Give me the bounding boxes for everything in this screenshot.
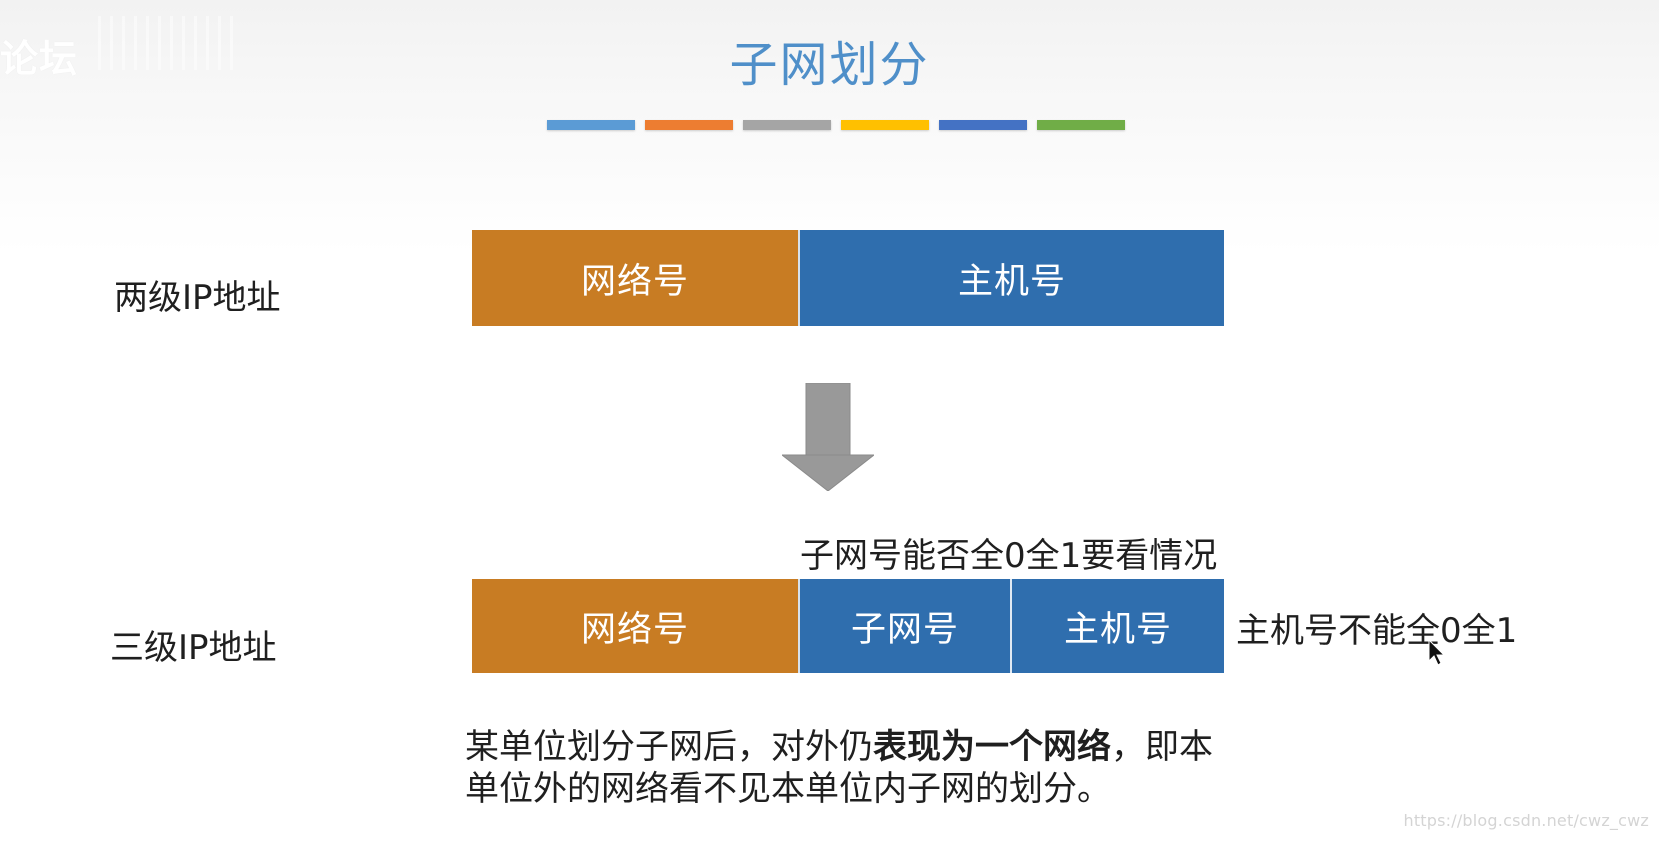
- description-part-1: 某单位划分子网后，对外仍: [465, 727, 873, 767]
- down-arrow-icon: [782, 383, 874, 491]
- title-bar-darkblue: [939, 120, 1027, 130]
- title-bar-orange: [645, 120, 733, 130]
- two-level-host-segment: 主机号: [798, 230, 1224, 326]
- watermark-top: 论坛: [0, 37, 79, 81]
- host-note: 主机号不能全0全1: [1236, 611, 1518, 651]
- two-level-network-label: 网络号: [580, 261, 689, 302]
- subnet-note: 子网号能否全0全1要看情况: [800, 536, 1218, 576]
- title-color-bars: [547, 120, 1125, 130]
- three-level-network-segment: 网络号: [472, 579, 798, 673]
- title-bar-yellow: [841, 120, 929, 130]
- three-level-subnet-segment: 子网号: [798, 579, 1010, 673]
- three-level-network-label: 网络号: [580, 609, 689, 650]
- mouse-pointer-icon: [1428, 639, 1446, 666]
- description-paragraph: 某单位划分子网后，对外仍表现为一个网络，即本单位外的网络看不见本单位内子网的划分…: [465, 726, 1245, 810]
- title-bar-gray: [743, 120, 831, 130]
- watermark-stripes: [98, 16, 238, 70]
- three-level-host-segment: 主机号: [1010, 579, 1224, 673]
- two-level-network-segment: 网络号: [472, 230, 798, 326]
- title-bar-green: [1037, 120, 1125, 130]
- slide-title: 子网划分: [729, 37, 930, 93]
- two-level-host-label: 主机号: [957, 261, 1066, 302]
- description-emphasis: 表现为一个网络: [873, 727, 1111, 767]
- three-level-label: 三级IP地址: [110, 628, 277, 668]
- three-level-subnet-label: 子网号: [850, 609, 959, 650]
- description-part-2: ，即本单位外的网络看不见本单位内子网的划分。: [465, 727, 1213, 809]
- three-level-host-label: 主机号: [1063, 609, 1172, 650]
- watermark-url: https://blog.csdn.net/cwz_cwz: [1403, 811, 1649, 830]
- two-level-label: 两级IP地址: [114, 278, 281, 318]
- title-bar-blue: [547, 120, 635, 130]
